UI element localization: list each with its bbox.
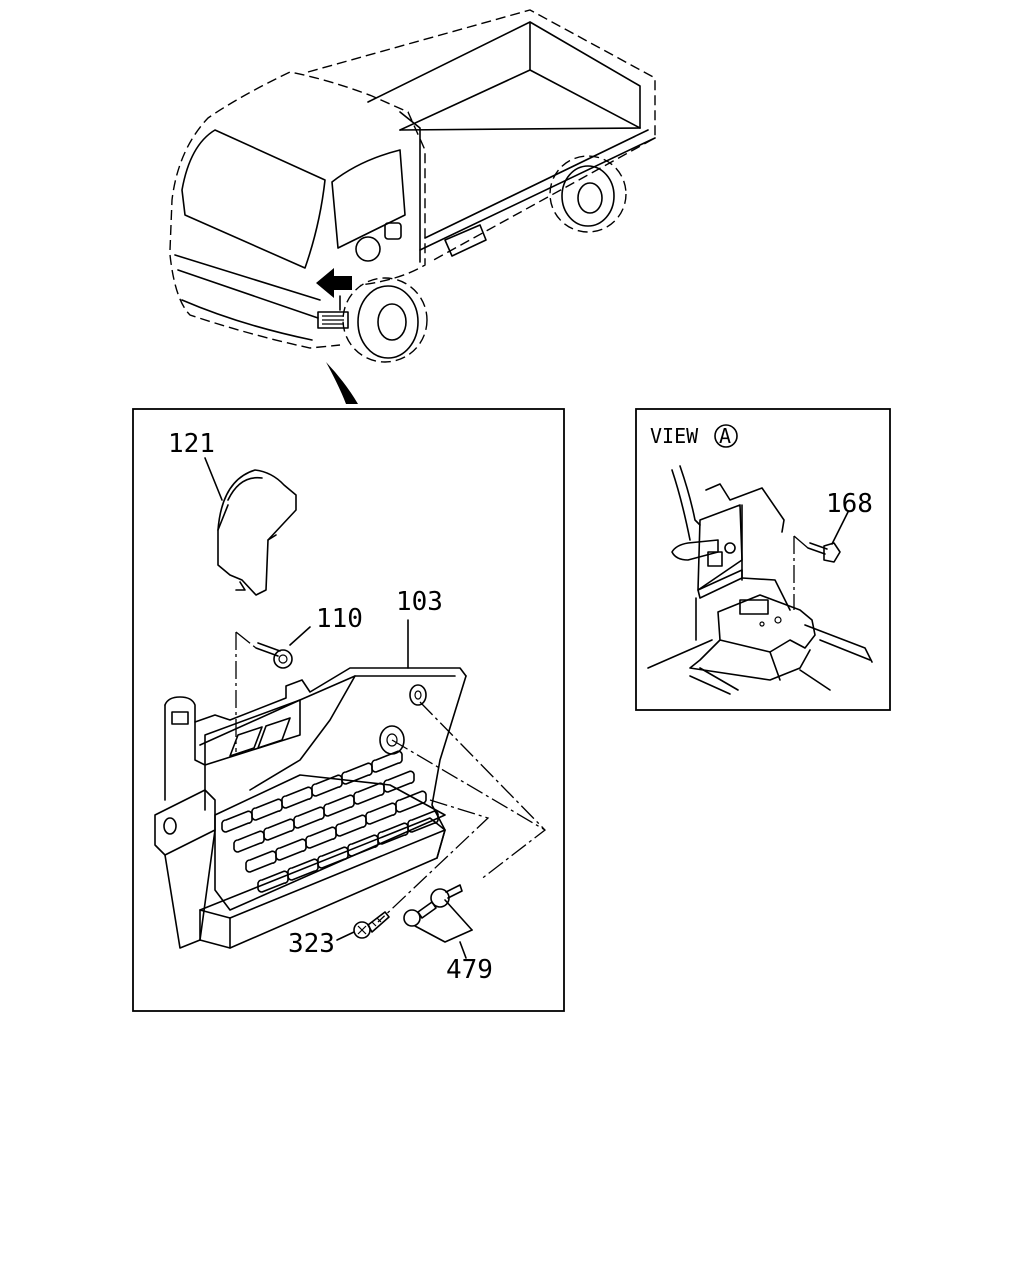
direction-arrow-icon [316, 268, 352, 298]
view-a-marker-circle [355, 236, 381, 262]
tread-cell [281, 786, 313, 809]
step-detail-drawing: 121 110 103 323 479 [154, 429, 546, 985]
tread-cell [275, 838, 307, 861]
part-479-clips [403, 884, 473, 959]
tread-cell [317, 846, 349, 869]
callout-103: 103 [396, 587, 443, 617]
callout-323: 323 [288, 929, 335, 959]
callout-168: 168 [826, 489, 873, 519]
view-a-frame [635, 408, 891, 711]
tread-cell [257, 870, 289, 893]
truck-overview [169, 9, 656, 404]
tread-cell [341, 762, 373, 785]
tread-cell [263, 818, 295, 841]
view-a-detail: VIEW A [647, 424, 873, 695]
part-110-bolt [255, 642, 293, 669]
callout-110: 110 [316, 604, 363, 634]
tread-cell [245, 850, 277, 873]
part-103-step [154, 667, 467, 949]
tread-cell [383, 770, 415, 793]
callout-479: 479 [446, 955, 493, 985]
tread-cell [323, 794, 355, 817]
part-323-screw [353, 911, 390, 939]
step-detail-frame [132, 408, 565, 1012]
tread-cell [221, 810, 253, 833]
view-a-title-marker [714, 424, 738, 448]
view-label: VIEW [650, 424, 699, 448]
tread-cell [395, 790, 427, 813]
callout-leaders [204, 457, 409, 941]
detail-pointer-icon [326, 362, 358, 404]
tread-cell [233, 830, 265, 853]
tread-cell [377, 822, 409, 845]
tread-cell [305, 826, 337, 849]
tread-cell [311, 774, 343, 797]
callout-121: 121 [168, 429, 215, 459]
tread-cell [347, 834, 379, 857]
tread-cell [335, 814, 367, 837]
tread-cell [407, 810, 439, 833]
tread-cell [293, 806, 325, 829]
cargo-bed [307, 9, 656, 263]
tread-cell [287, 858, 319, 881]
part-121-cover [217, 469, 297, 596]
tread-grid [221, 750, 439, 893]
leader-chain-lines [235, 631, 546, 923]
tread-cell [251, 798, 283, 821]
part-168-bolt [807, 542, 841, 563]
view-marker: A [719, 424, 731, 448]
tread-cell [371, 750, 403, 773]
tread-cell [365, 802, 397, 825]
cab [169, 71, 428, 363]
tread-cell [353, 782, 385, 805]
